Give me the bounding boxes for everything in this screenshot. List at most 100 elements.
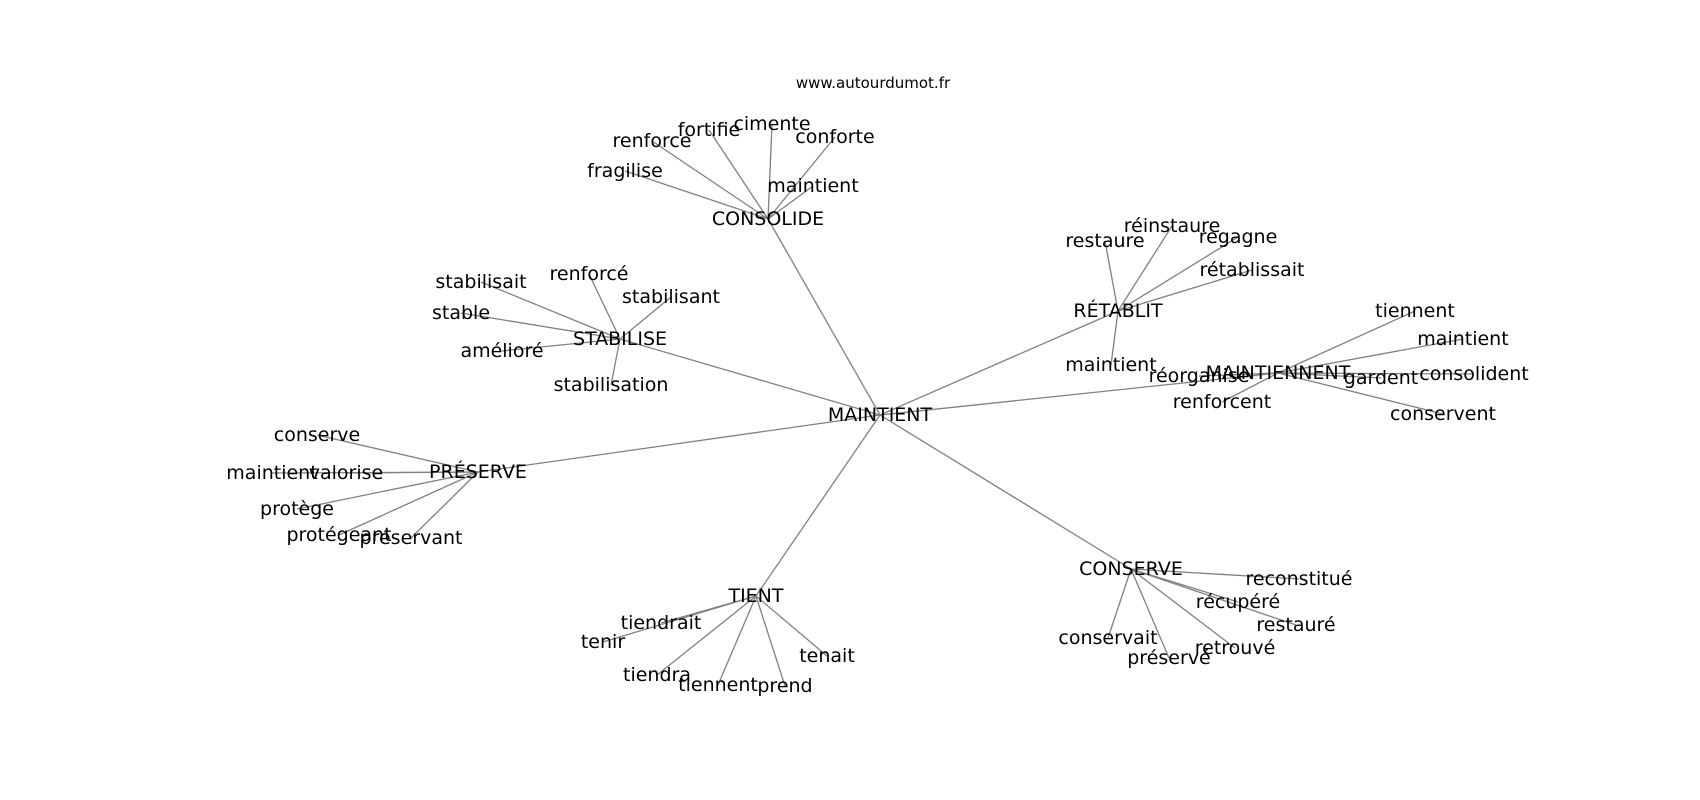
node-leaf-maintient[interactable]: maintient — [1065, 354, 1156, 376]
node-leaf-cimente[interactable]: cimente — [733, 113, 810, 135]
node-leaf-stabilisation[interactable]: stabilisation — [554, 374, 669, 396]
node-leaf-stabilisait[interactable]: stabilisait — [435, 271, 526, 293]
edge-maintiennent-maintient — [1277, 338, 1464, 374]
node-hub-retablit[interactable]: RÉTABLIT — [1073, 299, 1163, 322]
node-leaf-restaure[interactable]: restauré — [1256, 614, 1335, 636]
node-leaf-fragilise[interactable]: fragilise — [587, 160, 663, 182]
node-leaf-conservait[interactable]: conservait — [1058, 627, 1157, 649]
edge-stabilise-stabilisant — [619, 296, 672, 340]
node-leaf-renforce[interactable]: renforce — [613, 130, 692, 152]
node-leaf-protege[interactable]: protège — [260, 498, 334, 520]
node-leaf-regagne[interactable]: regagne — [1199, 226, 1278, 248]
node-leaf-tiendrait[interactable]: tiendrait — [621, 612, 702, 634]
edge-preserve-preservant — [410, 471, 479, 539]
watermark: www.autourdumot.fr — [796, 74, 951, 92]
edge-stabilise-stable — [460, 312, 621, 340]
node-leaf-reconstitue[interactable]: reconstitué — [1245, 568, 1352, 590]
edge-conserve-preserve — [1130, 568, 1170, 659]
edge-tient-tenir — [602, 595, 757, 643]
node-hub-consolide[interactable]: CONSOLIDE — [712, 208, 824, 230]
edge-tient-tiennent — [717, 595, 757, 686]
node-leaf-conserve[interactable]: conserve — [274, 424, 360, 446]
node-leaf-recupere[interactable]: récupéré — [1196, 591, 1280, 613]
edge-preserve-conserve — [316, 434, 479, 473]
edge-consolide-cimente — [767, 123, 773, 220]
edge-stabilise-stabilisait — [480, 281, 621, 340]
edge-maintient-tient — [755, 414, 881, 597]
edge-retablit-retablissait — [1117, 269, 1253, 312]
edge-maintiennent-tiennent — [1277, 310, 1416, 374]
labels-layer: MAINTIENT CONSOLIDE fragilise renforceforti… — [226, 113, 1528, 697]
edge-stabilise-stabilisation — [610, 338, 621, 386]
edge-conserve-reconstitue — [1130, 568, 1300, 580]
node-leaf-renforcent[interactable]: renforcent — [1173, 391, 1271, 413]
node-leaf-preserve[interactable]: préservé — [1127, 647, 1210, 669]
edge-preserve-protegeant — [338, 471, 479, 536]
node-center-maintient[interactable]: MAINTIENT — [828, 404, 933, 426]
node-leaf-prend[interactable]: prend — [757, 675, 812, 697]
edge-consolide-maintient — [767, 185, 814, 220]
edge-conserve-conservait — [1107, 568, 1132, 639]
node-hub-tient[interactable]: TIENT — [727, 585, 783, 607]
edge-tient-prend — [755, 595, 786, 687]
edge-conserve-restaure — [1130, 568, 1297, 626]
edge-consolide-renforce — [651, 140, 769, 220]
node-leaf-reorganise[interactable]: réorganise — [1149, 365, 1250, 387]
node-leaf-tiennent[interactable]: tiennent — [678, 674, 758, 696]
node-leaf-ameliore[interactable]: amélioré — [460, 340, 543, 362]
edge-maintient-consolide — [767, 218, 881, 416]
edge-conserve-retrouve — [1130, 568, 1236, 649]
node-leaf-reinstaure[interactable]: réinstaure — [1124, 215, 1221, 237]
edge-maintient-preserve — [477, 414, 881, 473]
node-leaf-retrouve[interactable]: retrouvé — [1195, 637, 1276, 659]
edge-maintient-stabilise — [619, 338, 881, 416]
edge-maintiennent-gardent — [1277, 372, 1382, 379]
node-leaf-retablissait[interactable]: rétablissait — [1200, 259, 1305, 281]
node-leaf-valorise[interactable]: valorise — [309, 462, 383, 484]
node-hub-maintiennent[interactable]: MAINTIENNENT — [1206, 362, 1351, 384]
node-leaf-maintient[interactable]: maintient — [226, 462, 317, 484]
edge-maintiennent-renforcent — [1221, 372, 1279, 403]
edge-maintient-retablit — [879, 310, 1119, 416]
node-leaf-tenait[interactable]: tenait — [799, 645, 855, 667]
node-leaf-tiennent[interactable]: tiennent — [1375, 300, 1455, 322]
node-leaf-preservant[interactable]: préservant — [360, 527, 463, 549]
node-leaf-gardent[interactable]: gardent — [1344, 367, 1418, 389]
node-leaf-stable[interactable]: stable — [432, 302, 490, 324]
edge-consolide-conforte — [767, 136, 836, 220]
node-leaf-maintient[interactable]: maintient — [1417, 328, 1508, 350]
edge-maintiennent-reorganise — [1198, 372, 1279, 377]
node-leaf-restaure[interactable]: restaure — [1065, 230, 1144, 252]
edge-maintient-conserve — [879, 414, 1132, 570]
node-hub-conserve[interactable]: CONSERVE — [1079, 558, 1183, 580]
node-leaf-conservent[interactable]: conservent — [1390, 403, 1496, 425]
node-leaf-fortifie[interactable]: fortifie — [678, 119, 741, 141]
node-hub-stabilise[interactable]: STABILISE — [573, 328, 667, 350]
edge-consolide-fragilise — [624, 170, 769, 220]
node-leaf-protegeant[interactable]: protégeant — [286, 524, 391, 546]
node-leaf-tiendra[interactable]: tiendra — [623, 664, 691, 686]
node-leaf-conforte[interactable]: conforte — [795, 126, 874, 148]
edge-consolide-fortifie — [708, 129, 769, 220]
edge-stabilise-ameliore — [501, 338, 621, 352]
edge-tient-tiendra — [656, 595, 757, 676]
node-leaf-maintient[interactable]: maintient — [767, 175, 858, 197]
edge-retablit-maintient — [1110, 310, 1119, 366]
edge-retablit-regagne — [1117, 236, 1239, 312]
edge-preserve-valorise — [345, 471, 479, 474]
node-leaf-renforce[interactable]: renforcé — [550, 263, 629, 285]
edge-preserve-protege — [296, 471, 479, 510]
node-hub-preserve[interactable]: PRÉSERVE — [429, 460, 527, 483]
edge-stabilise-renforce — [588, 273, 621, 340]
edge-maintient-maintiennent — [879, 372, 1279, 416]
node-leaf-tenir[interactable]: tenir — [581, 631, 625, 653]
edge-maintiennent-conservent — [1277, 372, 1444, 415]
edge-retablit-reinstaure — [1117, 225, 1173, 312]
edge-tient-tenait — [755, 595, 828, 657]
node-leaf-stabilisant[interactable]: stabilisant — [622, 286, 720, 308]
node-leaf-consolident[interactable]: consolident — [1419, 363, 1528, 385]
edges-layer — [271, 123, 1475, 687]
edge-maintiennent-consolident — [1277, 372, 1475, 375]
edge-retablit-restaure — [1104, 240, 1119, 312]
